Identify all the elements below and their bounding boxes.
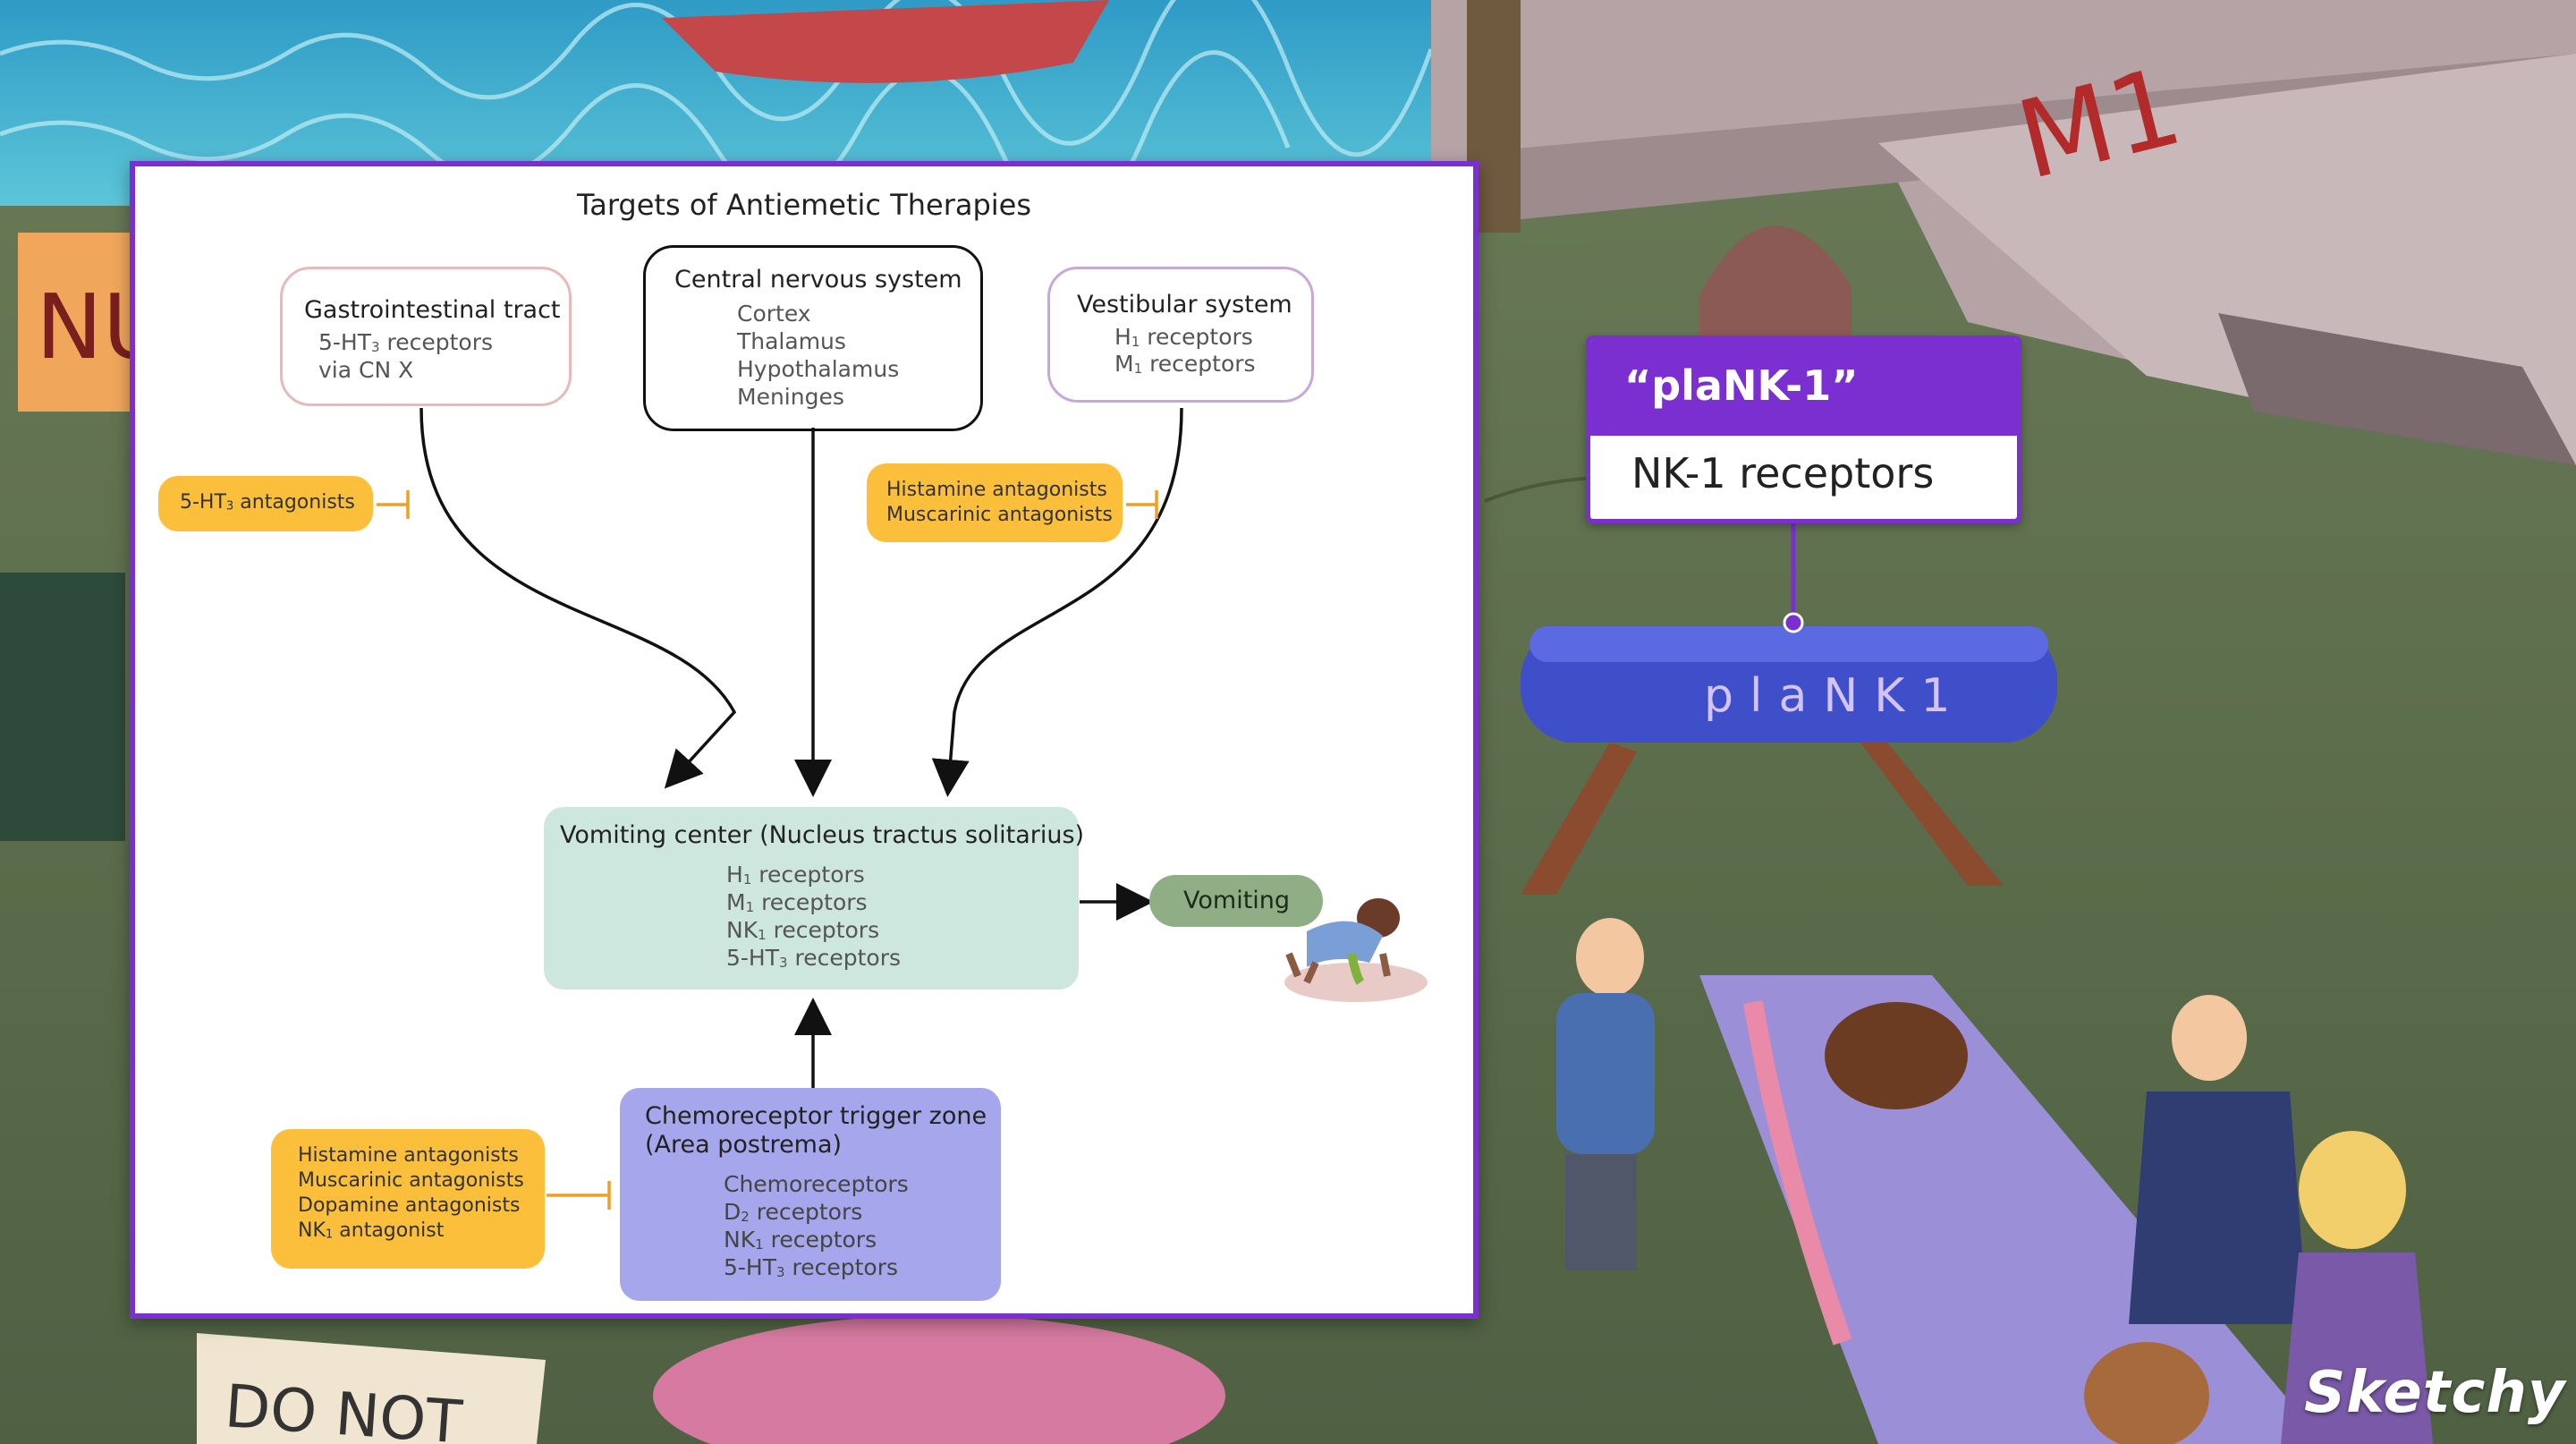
cns-item: Hypothalamus bbox=[737, 356, 900, 382]
cns-item: Thalamus bbox=[737, 328, 846, 354]
gi-cn-line: via CN X bbox=[318, 357, 414, 383]
5ht3-antagonists-pill: 5-HT3 antagonists bbox=[158, 476, 373, 531]
callout-mnemonic: “plaNK-1” bbox=[1624, 361, 1859, 410]
pill-muscarinic-label: Muscarinic antagonists bbox=[886, 504, 1113, 526]
cns-title: Central nervous system bbox=[674, 266, 962, 293]
pill-ctz-dopamine: Dopamine antagonists bbox=[298, 1194, 521, 1217]
pill-ctz-histamine: Histamine antagonists bbox=[298, 1144, 519, 1167]
vomiting-figure bbox=[1284, 898, 1428, 1002]
vomiting-center-box: Vomiting center (Nucleus tractus solitar… bbox=[544, 807, 1084, 990]
vc-5ht3-line: 5-HT3 receptors bbox=[726, 945, 901, 971]
vomiting-center-title: Vomiting center (Nucleus tractus solitar… bbox=[560, 821, 1085, 849]
cns-box: Central nervous system Cortex Thalamus H… bbox=[643, 245, 983, 431]
pill-ctz-muscarinic: Muscarinic antagonists bbox=[298, 1169, 524, 1192]
gi-arrow bbox=[419, 407, 737, 789]
5ht3-antagonists-label: 5-HT3 antagonists bbox=[180, 491, 355, 514]
ctz-nk1-line: NK1 receptors bbox=[724, 1227, 877, 1253]
ctz-title-line2: (Area postrema) bbox=[645, 1131, 843, 1159]
callout-meaning: NK-1 receptors bbox=[1631, 449, 1935, 497]
vomiting-label: Vomiting bbox=[1183, 887, 1291, 914]
gi-receptor-line: 5-HT3 receptors bbox=[318, 329, 493, 355]
ctz-antagonists-pill: Histamine antagonists Muscarinic antagon… bbox=[271, 1129, 545, 1269]
ctz-box: Chemoreceptor trigger zone (Area postrem… bbox=[620, 1088, 1001, 1301]
vomiting-pill: Vomiting bbox=[1149, 875, 1323, 927]
gi-tract-title: Gastrointestinal tract bbox=[304, 296, 561, 324]
inhibit-hm bbox=[1126, 490, 1158, 519]
ctz-title-line1: Chemoreceptor trigger zone bbox=[645, 1102, 987, 1130]
vestibular-title: Vestibular system bbox=[1077, 291, 1292, 319]
ctz-chemoreceptors-line: Chemoreceptors bbox=[724, 1171, 909, 1197]
diagram-title: Targets of Antiemetic Therapies bbox=[576, 188, 1032, 222]
callout-pointer bbox=[1783, 519, 1804, 633]
sketchy-logo: Sketchy bbox=[2304, 1360, 2566, 1426]
inhibit-ctz bbox=[547, 1181, 611, 1210]
mnemonic-callout: “plaNK-1” NK-1 receptors bbox=[1586, 336, 2021, 523]
bench-text: plaNK1 bbox=[1704, 669, 1966, 723]
vest-arrow bbox=[931, 407, 1183, 797]
ctz-5ht3-line: 5-HT3 receptors bbox=[724, 1254, 898, 1280]
histamine-muscarinic-pill: Histamine antagonists Muscarinic antagon… bbox=[867, 463, 1123, 542]
vc-h1-line: H1 receptors bbox=[726, 862, 865, 888]
callout-header: “plaNK-1” bbox=[1590, 340, 2017, 436]
ctz-d2-line: D2 receptors bbox=[724, 1199, 863, 1225]
vc-m1-line: M1 receptors bbox=[726, 889, 868, 915]
inhibit-5ht bbox=[377, 490, 410, 519]
vc-nk1-line: NK1 receptors bbox=[726, 917, 880, 943]
cns-item: Meninges bbox=[737, 384, 844, 410]
pill-ctz-nk1: NK1 antagonist bbox=[298, 1219, 445, 1242]
antiemetic-diagram-panel: Targets of Antiemetic Therapies Gastroin… bbox=[130, 161, 1479, 1319]
vestibular-box: Vestibular system H1 receptors M1 recept… bbox=[1047, 267, 1314, 403]
vestibular-m1-line: M1 receptors bbox=[1114, 351, 1256, 377]
cns-item: Cortex bbox=[737, 301, 811, 327]
gi-tract-box: Gastrointestinal tract 5-HT3 receptors v… bbox=[280, 267, 572, 406]
vestibular-h1-line: H1 receptors bbox=[1114, 324, 1253, 350]
pill-histamine-label: Histamine antagonists bbox=[886, 479, 1107, 501]
diagram-connectors bbox=[377, 407, 1428, 1210]
